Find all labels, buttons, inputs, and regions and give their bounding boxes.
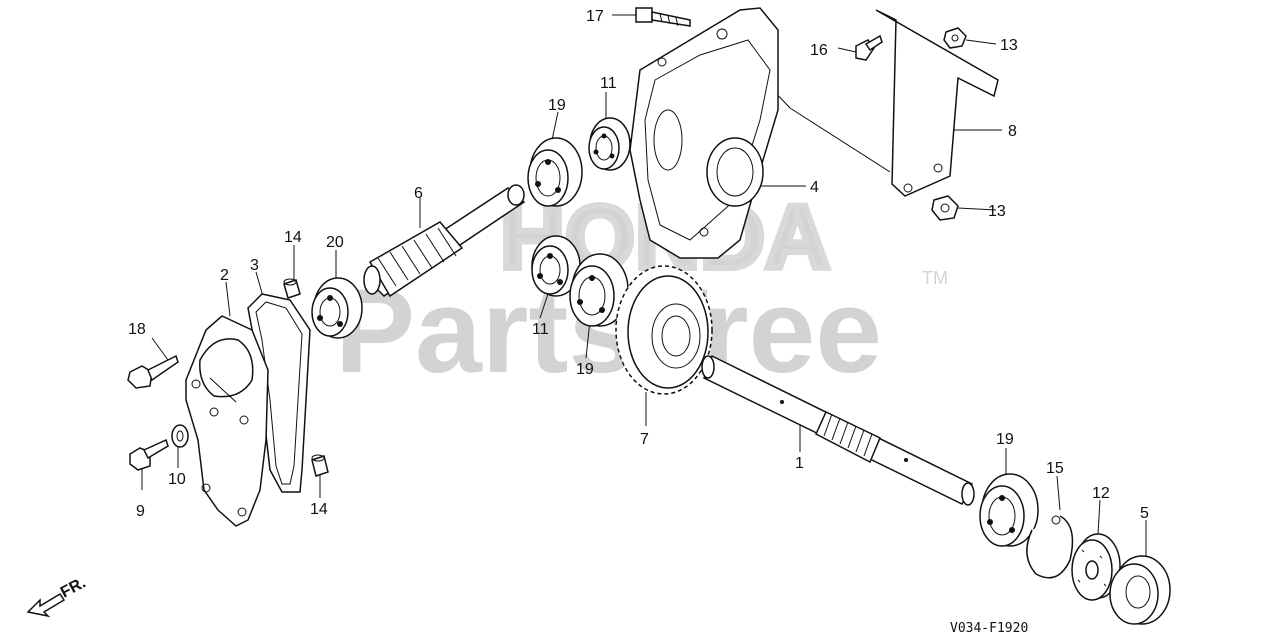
callout-8: 8 (1008, 123, 1017, 140)
part-dowel-14-upper (283, 278, 301, 299)
part-bolt-16 (855, 34, 883, 61)
callout-2: 2 (220, 267, 229, 284)
part-bolt-9 (129, 438, 169, 471)
part-nut-13-top (943, 27, 967, 49)
diagram-code: V034-F1920 (950, 621, 1028, 636)
callout-12: 12 (1092, 485, 1110, 502)
callout-5: 5 (1140, 505, 1149, 522)
part-cover-2 (185, 315, 269, 527)
callout-19-lower: 19 (996, 431, 1014, 448)
callout-13-top: 13 (1000, 37, 1018, 54)
part-bolt-18 (127, 354, 179, 389)
part-washer-12 (1071, 533, 1121, 601)
part-bearing-11-lower (531, 235, 581, 297)
part-dowel-14-lower (311, 454, 329, 477)
callout-20: 20 (326, 234, 344, 251)
watermark-tm: TM (922, 268, 948, 288)
callout-14-lower: 14 (310, 501, 328, 518)
callout-17: 17 (586, 8, 604, 25)
part-gear-7 (615, 265, 713, 395)
part-shaft-1 (701, 354, 975, 506)
callouts: 17 16 13 13 8 11 19 4 6 20 14 3 2 18 11 … (128, 8, 1149, 522)
callout-16: 16 (810, 42, 828, 59)
part-washer-10 (171, 424, 189, 448)
part-bearing-19-lower (979, 473, 1039, 547)
callout-15: 15 (1046, 460, 1064, 477)
callout-3: 3 (250, 257, 259, 274)
callout-18: 18 (128, 321, 146, 338)
callout-19-middle: 19 (576, 361, 594, 378)
callout-13-bottom: 13 (988, 203, 1006, 220)
callout-14-upper: 14 (284, 229, 302, 246)
part-cap-5 (1109, 555, 1171, 625)
part-bearing-20 (311, 277, 363, 339)
callout-11-lower: 11 (532, 321, 549, 338)
callout-11-upper: 11 (600, 75, 617, 92)
callout-10: 10 (168, 471, 186, 488)
front-direction-indicator: FR. (26, 574, 89, 618)
part-bearing-11-upper (588, 117, 631, 171)
part-plate-8 (875, 9, 999, 197)
part-bearing-19-upper (527, 137, 583, 207)
part-gear-case-4 (629, 7, 779, 259)
callout-6: 6 (414, 185, 423, 202)
part-circlip-15 (1026, 515, 1074, 579)
part-nut-13-bottom (931, 195, 959, 221)
front-arrow-icon (26, 592, 66, 618)
callout-7: 7 (640, 431, 649, 448)
part-bolt-17 (635, 7, 691, 27)
part-worm-shaft-6 (363, 184, 526, 298)
callout-1: 1 (795, 455, 804, 472)
callout-9: 9 (136, 503, 145, 520)
part-bearing-19-middle (569, 253, 629, 327)
callout-4: 4 (810, 179, 819, 196)
callout-19-upper: 19 (548, 97, 566, 114)
